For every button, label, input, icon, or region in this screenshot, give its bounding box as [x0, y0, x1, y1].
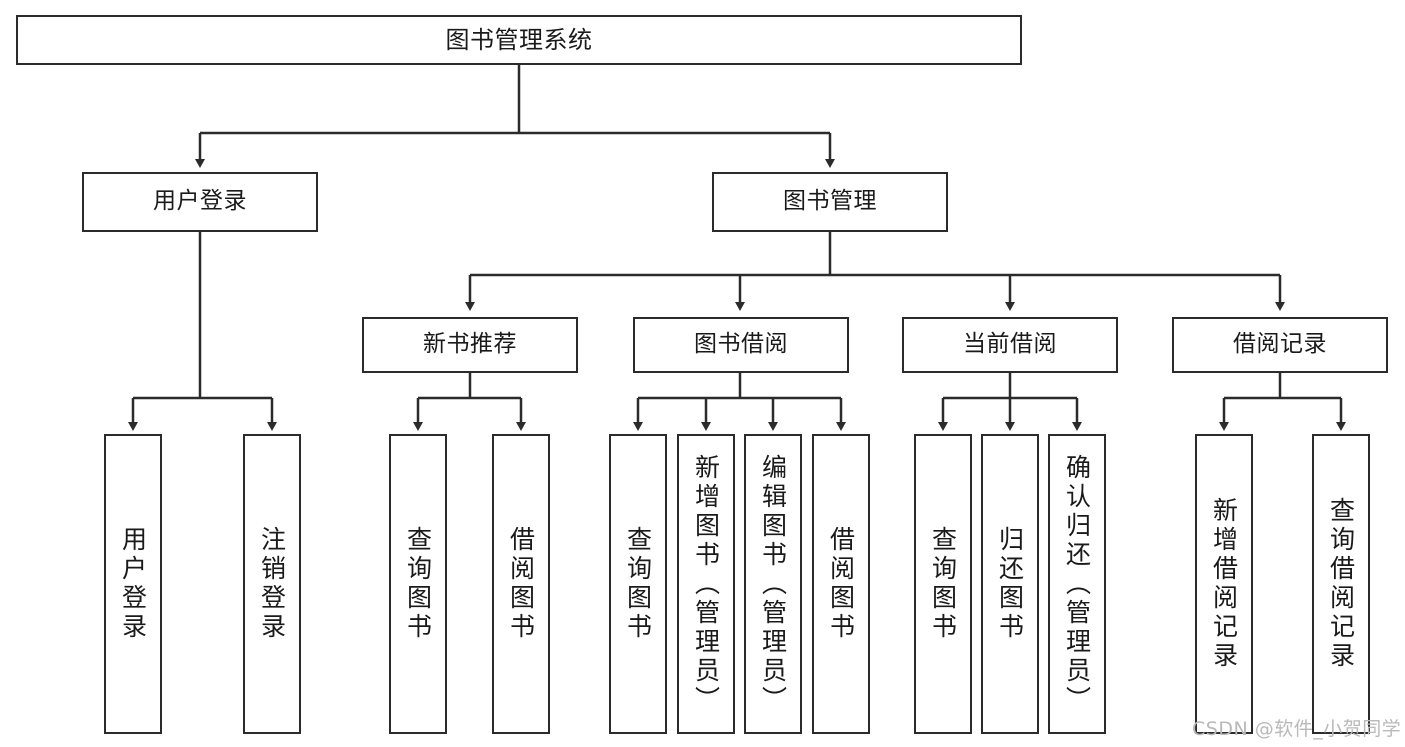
leaf-edit-book-label: 编辑图书（管理员）: [758, 453, 788, 715]
leaf-query-record[interactable]: 查询借阅记录: [1312, 434, 1370, 734]
leaf-return-book-label: 归还图书: [995, 526, 1025, 642]
leaf-add-book[interactable]: 新增图书（管理员）: [677, 434, 735, 734]
leaf-user-login[interactable]: 用户登录: [104, 434, 162, 734]
node-root-label: 图书管理系统: [445, 25, 593, 54]
leaf-query-book-2-label: 查询图书: [623, 526, 653, 642]
leaf-borrow-book-1-label: 借阅图书: [506, 526, 536, 642]
node-new-book-recommendation-label: 新书推荐: [423, 331, 517, 358]
leaf-add-record-label: 新增借阅记录: [1209, 497, 1239, 671]
leaf-borrow-book-2[interactable]: 借阅图书: [812, 434, 870, 734]
node-borrow-record-label: 借阅记录: [1233, 331, 1327, 358]
leaf-borrow-book-2-label: 借阅图书: [826, 526, 856, 642]
leaf-logout-label: 注销登录: [257, 526, 287, 642]
leaf-query-record-label: 查询借阅记录: [1326, 497, 1356, 671]
node-current-borrow-label: 当前借阅: [963, 331, 1057, 358]
node-user-login-label: 用户登录: [153, 188, 247, 215]
leaf-edit-book[interactable]: 编辑图书（管理员）: [744, 434, 802, 734]
leaf-logout[interactable]: 注销登录: [243, 434, 301, 734]
leaf-confirm-return-label: 确认归还（管理员）: [1062, 453, 1092, 715]
leaf-query-book-1-label: 查询图书: [403, 526, 433, 642]
node-book-manage-label: 图书管理: [783, 188, 877, 215]
node-book-borrow-label: 图书借阅: [694, 331, 788, 358]
node-user-login[interactable]: 用户登录: [82, 172, 318, 232]
leaf-borrow-book-1[interactable]: 借阅图书: [492, 434, 550, 734]
leaf-confirm-return[interactable]: 确认归还（管理员）: [1048, 434, 1106, 734]
node-book-borrow[interactable]: 图书借阅: [633, 317, 849, 373]
leaf-query-book-3[interactable]: 查询图书: [914, 434, 972, 734]
node-current-borrow[interactable]: 当前借阅: [902, 317, 1118, 373]
leaf-return-book[interactable]: 归还图书: [981, 434, 1039, 734]
leaf-add-record[interactable]: 新增借阅记录: [1195, 434, 1253, 734]
leaf-query-book-3-label: 查询图书: [928, 526, 958, 642]
node-root[interactable]: 图书管理系统: [16, 15, 1022, 65]
leaf-user-login-label: 用户登录: [118, 526, 148, 642]
leaf-query-book-1[interactable]: 查询图书: [389, 434, 447, 734]
leaf-add-book-label: 新增图书（管理员）: [691, 453, 721, 715]
csdn-watermark: CSDN @软件_小贺同学: [1192, 718, 1402, 740]
leaf-query-book-2[interactable]: 查询图书: [609, 434, 667, 734]
node-borrow-record[interactable]: 借阅记录: [1172, 317, 1388, 373]
node-book-manage[interactable]: 图书管理: [712, 172, 948, 232]
node-new-book-recommendation[interactable]: 新书推荐: [362, 317, 578, 373]
